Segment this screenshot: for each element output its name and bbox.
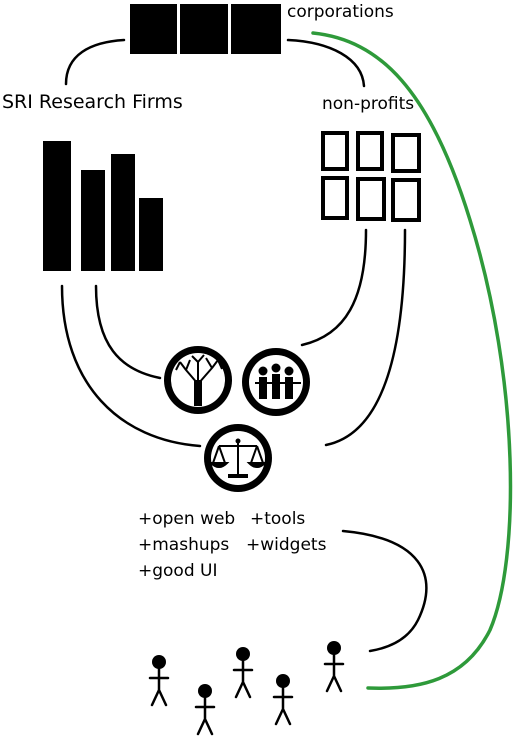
connector-lines xyxy=(60,38,428,653)
non-profits-label: non-profits xyxy=(322,94,415,114)
sri-research-bars-icon xyxy=(43,141,163,271)
feature-open-web: +open web xyxy=(138,509,236,529)
stick-figure-icon xyxy=(232,647,254,699)
stick-figure-icon xyxy=(148,655,170,707)
feature-widgets: +widgets xyxy=(246,535,327,555)
scales-of-justice-icon xyxy=(204,424,272,492)
corporations-to-users-green-link xyxy=(311,31,513,690)
stick-figure-icon xyxy=(323,641,345,693)
feature-tools: +tools xyxy=(250,509,306,529)
stick-figure-icon xyxy=(194,684,216,736)
corporations-blocks-icon xyxy=(130,4,281,54)
feature-good-ui: +good UI xyxy=(138,561,218,581)
non-profits-grid-icon xyxy=(321,131,421,222)
tree-icon xyxy=(164,346,232,414)
nonprofit-to-people-arc xyxy=(300,228,368,347)
feature-mashups: +mashups xyxy=(138,535,230,555)
sri-research-firms-label: SRI Research Firms xyxy=(2,91,183,113)
users-group xyxy=(148,641,345,736)
corp-to-nonprofit-arc xyxy=(286,38,366,88)
stick-figure-icon xyxy=(272,674,294,726)
nonprofit-to-scales-arc xyxy=(324,228,407,447)
corporations-label: corporations xyxy=(287,2,394,22)
features-to-users-arc xyxy=(341,529,428,653)
sri-to-tree-arc xyxy=(94,284,162,380)
people-icon xyxy=(242,348,310,416)
sri-to-scales-arc xyxy=(60,284,202,448)
corp-to-sri-arc xyxy=(64,38,126,86)
